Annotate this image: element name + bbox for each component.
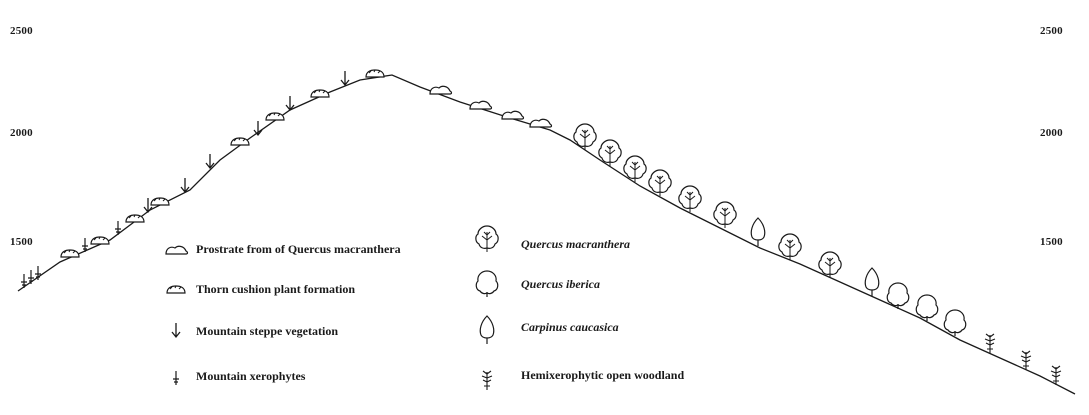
legend-quercus-macranthera-icon [476, 226, 498, 252]
legend-xerophyte-icon [173, 371, 179, 385]
legend-quercus-macranthera-label: Quercus macranthera [521, 237, 630, 252]
legend-prostrate-icon [166, 246, 188, 254]
legend-hemixerophytic-icon [482, 371, 492, 390]
legend-steppe-icon [172, 323, 180, 337]
legend-carpinus-icon [480, 316, 494, 344]
carpinus-cluster [751, 218, 879, 296]
legend-carpinus-label: Carpinus caucasica [521, 320, 619, 335]
thorn-cushion-cluster [61, 70, 384, 257]
quercus-iberica-cluster [887, 283, 965, 336]
legend-cushion-icon [167, 286, 185, 293]
legend-steppe-label: Mountain steppe vegetation [196, 324, 338, 339]
legend-xerophyte-label: Mountain xerophytes [196, 369, 305, 384]
prostrate-oak-cluster [430, 86, 552, 127]
legend-cushion-label: Thorn cushion plant formation [196, 282, 355, 297]
quercus-macranthera-cluster [574, 124, 841, 278]
legend-hemixerophytic-label: Hemixerophytic open woodland [521, 368, 684, 383]
legend-prostrate-label: Prostrate from of Quercus macranthera [196, 242, 401, 257]
hemixerophytic-cluster [985, 334, 1061, 385]
legend-quercus-iberica-label: Quercus iberica [521, 277, 600, 292]
legend-quercus-iberica-icon [476, 271, 497, 297]
